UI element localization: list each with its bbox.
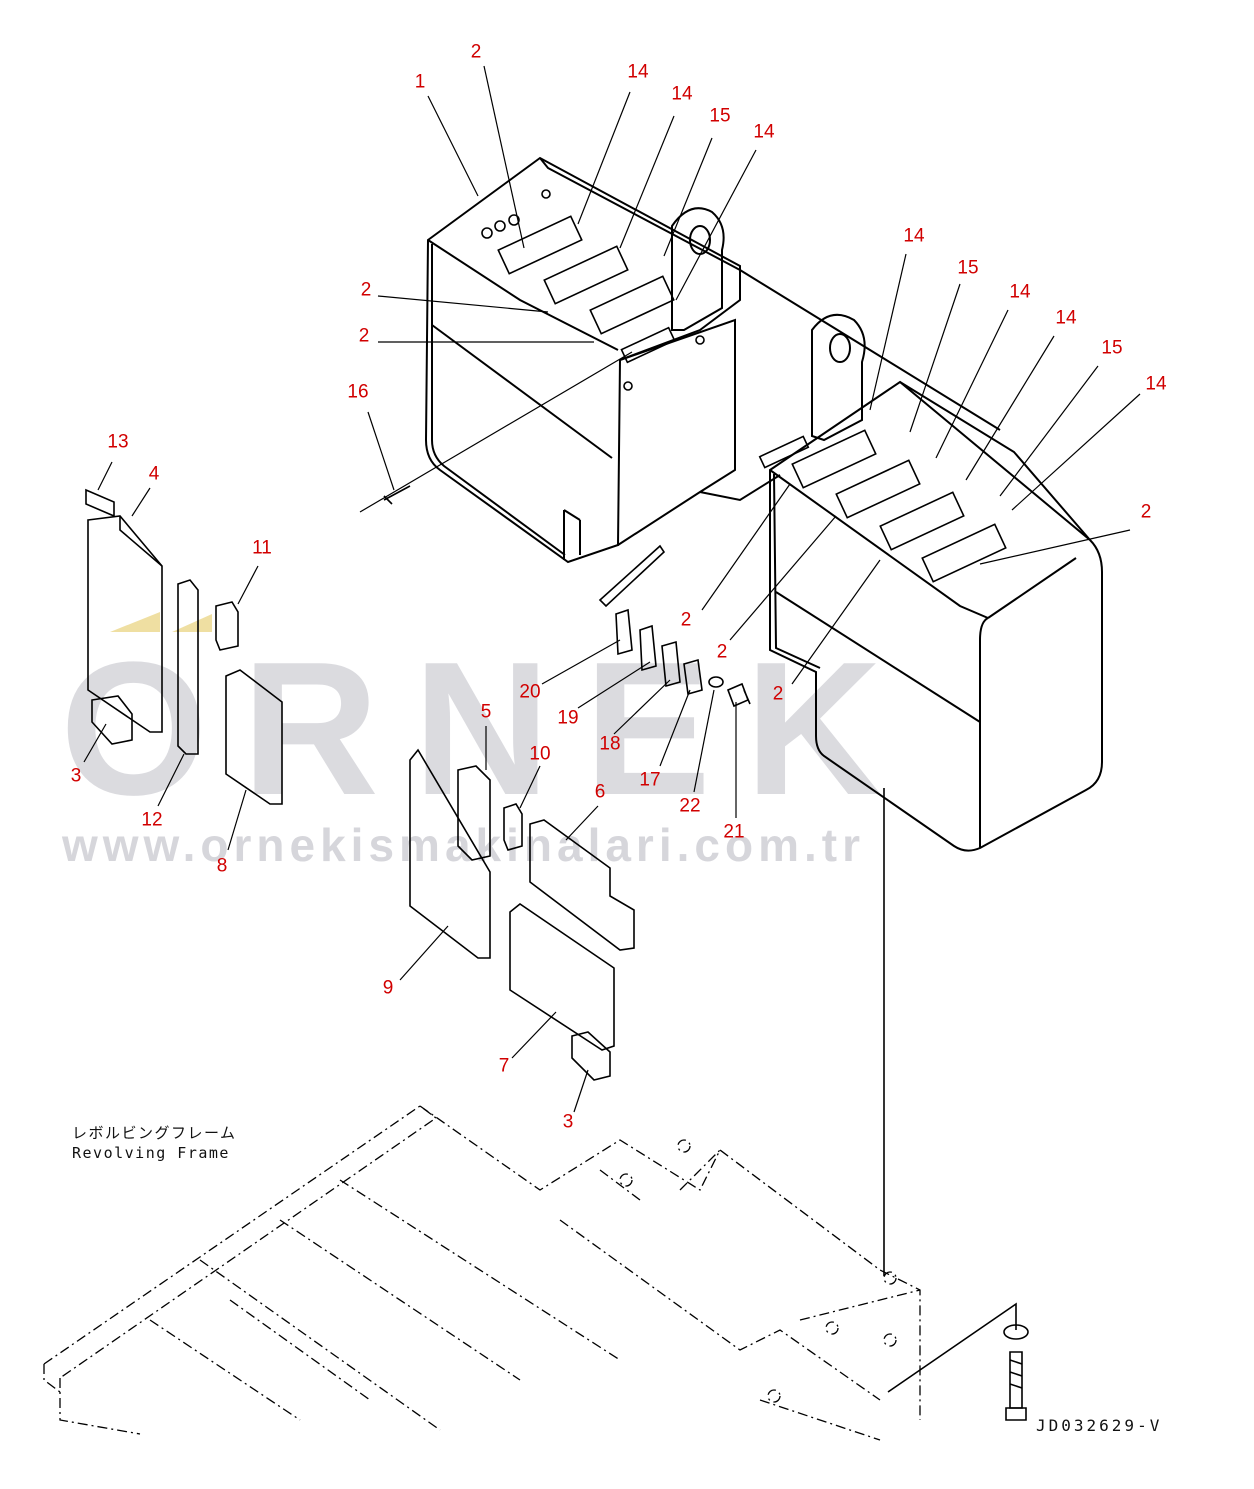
callout-4: 4 — [148, 463, 160, 485]
callout-18: 18 — [599, 733, 621, 755]
callout-2: 2 — [772, 683, 784, 705]
frame-caption-jp: レボルビングフレーム — [72, 1124, 237, 1142]
callout-13: 13 — [107, 431, 129, 453]
callout-2: 2 — [1140, 501, 1152, 523]
part-13 — [85, 488, 115, 518]
callout-14: 14 — [1055, 307, 1077, 329]
callout-11: 11 — [252, 537, 272, 559]
callout-9: 9 — [382, 977, 394, 999]
drawing-code: JD032629-V — [1036, 1416, 1163, 1435]
callout-2: 2 — [358, 325, 370, 347]
callout-21: 21 — [723, 821, 745, 843]
callout-7: 7 — [498, 1055, 510, 1077]
shims-20-17 — [598, 544, 703, 696]
callout-14: 14 — [627, 61, 649, 83]
frame-caption-en: Revolving Frame — [72, 1144, 230, 1162]
callout-22: 22 — [679, 795, 701, 817]
callout-14: 14 — [1145, 373, 1167, 395]
callout-15: 15 — [709, 105, 731, 127]
callout-2: 2 — [470, 41, 482, 63]
part-12 — [177, 579, 199, 755]
callout-3: 3 — [70, 765, 82, 787]
callout-16: 16 — [347, 381, 369, 403]
callout-10: 10 — [529, 743, 551, 765]
part-8 — [225, 669, 283, 805]
washer-22 — [708, 676, 724, 688]
callout-5: 5 — [480, 701, 492, 723]
watermark-url: www.ornekismakinalari.com.tr — [62, 819, 865, 871]
callout-2: 2 — [360, 279, 372, 301]
counterweight-right — [739, 269, 1103, 852]
bolt-21 — [726, 682, 751, 708]
callout-15: 15 — [1101, 337, 1123, 359]
callout-17: 17 — [639, 769, 661, 791]
part-4 — [87, 515, 163, 733]
callout-2: 2 — [680, 609, 692, 631]
watermark-accent-2 — [172, 614, 212, 632]
callout-3: 3 — [562, 1111, 574, 1133]
callout-20: 20 — [519, 681, 541, 703]
callout-1: 1 — [414, 71, 426, 93]
part-11 — [215, 601, 239, 651]
leader-lines — [83, 65, 1141, 1113]
callout-14: 14 — [671, 83, 693, 105]
revolving-frame — [43, 1105, 921, 1441]
part-7 — [509, 903, 615, 1051]
callout-12: 12 — [141, 809, 163, 831]
washer-and-bolt — [1003, 1324, 1029, 1421]
part-5 — [457, 765, 491, 861]
callout-6: 6 — [594, 781, 606, 803]
watermark-logo: ORNEK — [60, 623, 917, 835]
callout-14: 14 — [753, 121, 775, 143]
callout-19: 19 — [557, 707, 579, 729]
part-3b — [571, 1031, 611, 1081]
counterweight-left — [424, 156, 781, 564]
callout-2: 2 — [716, 641, 728, 663]
part-9 — [409, 748, 491, 959]
part-6 — [529, 819, 635, 951]
part-10 — [503, 803, 523, 851]
callout-8: 8 — [216, 855, 228, 877]
callout-14: 14 — [903, 225, 925, 247]
part-3a — [91, 695, 133, 745]
watermark-accent — [110, 612, 160, 632]
lifting-lug-right — [811, 313, 866, 442]
pads-right — [758, 429, 1007, 583]
callout-15: 15 — [957, 257, 979, 279]
pads-left — [481, 189, 705, 391]
callout-14: 14 — [1009, 281, 1031, 303]
guide-line-2 — [887, 1302, 1017, 1393]
